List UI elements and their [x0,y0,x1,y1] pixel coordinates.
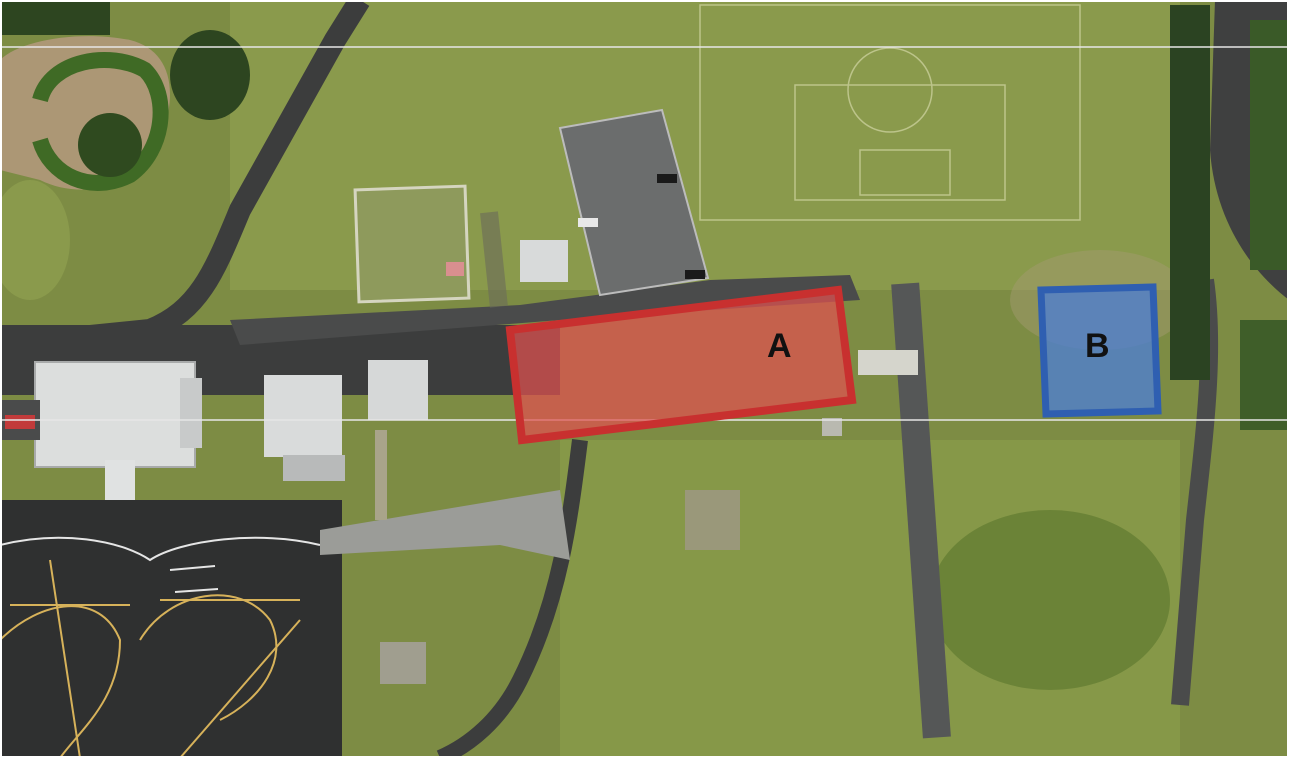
garden-hedge [32,52,169,191]
building-annex [180,378,202,448]
car-black-2 [685,270,705,279]
building-central [264,375,342,457]
tree-line-east [1170,5,1210,380]
airstrip [891,282,951,739]
parking-bay-red-car [5,415,35,429]
zone-b-polygon[interactable] [1037,283,1162,418]
zone-a-polygon[interactable] [505,285,857,445]
trees-north [170,30,250,120]
trees-southeast [1240,320,1289,430]
path-north-south [375,430,387,520]
small-structure [446,262,464,276]
concrete-pad-south [380,642,426,684]
car-park-north [558,108,710,297]
garden-tree-cluster [78,113,142,177]
court-lines-white [0,536,321,593]
building-large-west [34,361,196,468]
path-curved-south [436,439,588,758]
concrete-apron [858,350,918,375]
tree-west [0,180,70,300]
zone-b-label: B [1085,327,1110,365]
tree-line-far-east [1250,20,1289,270]
car-white [578,218,598,227]
pad-small [822,418,842,436]
helipad [685,490,740,550]
zone-a[interactable]: A [505,285,857,445]
sports-field-markings [699,4,1081,221]
fence-strip [480,211,508,308]
building-central-lower [283,455,345,481]
tree-line-northwest [0,0,110,35]
netball-courts [0,500,342,758]
paved-path [320,490,570,560]
shed [520,240,568,282]
zone-b[interactable]: B [1037,283,1162,418]
grass-patch-dark [930,510,1170,690]
car-black [657,174,677,183]
court-markings [0,559,301,758]
access-road-north [230,275,860,345]
fenced-enclosure [353,184,471,304]
zone-a-label: A [767,327,792,365]
building-small [368,360,428,420]
